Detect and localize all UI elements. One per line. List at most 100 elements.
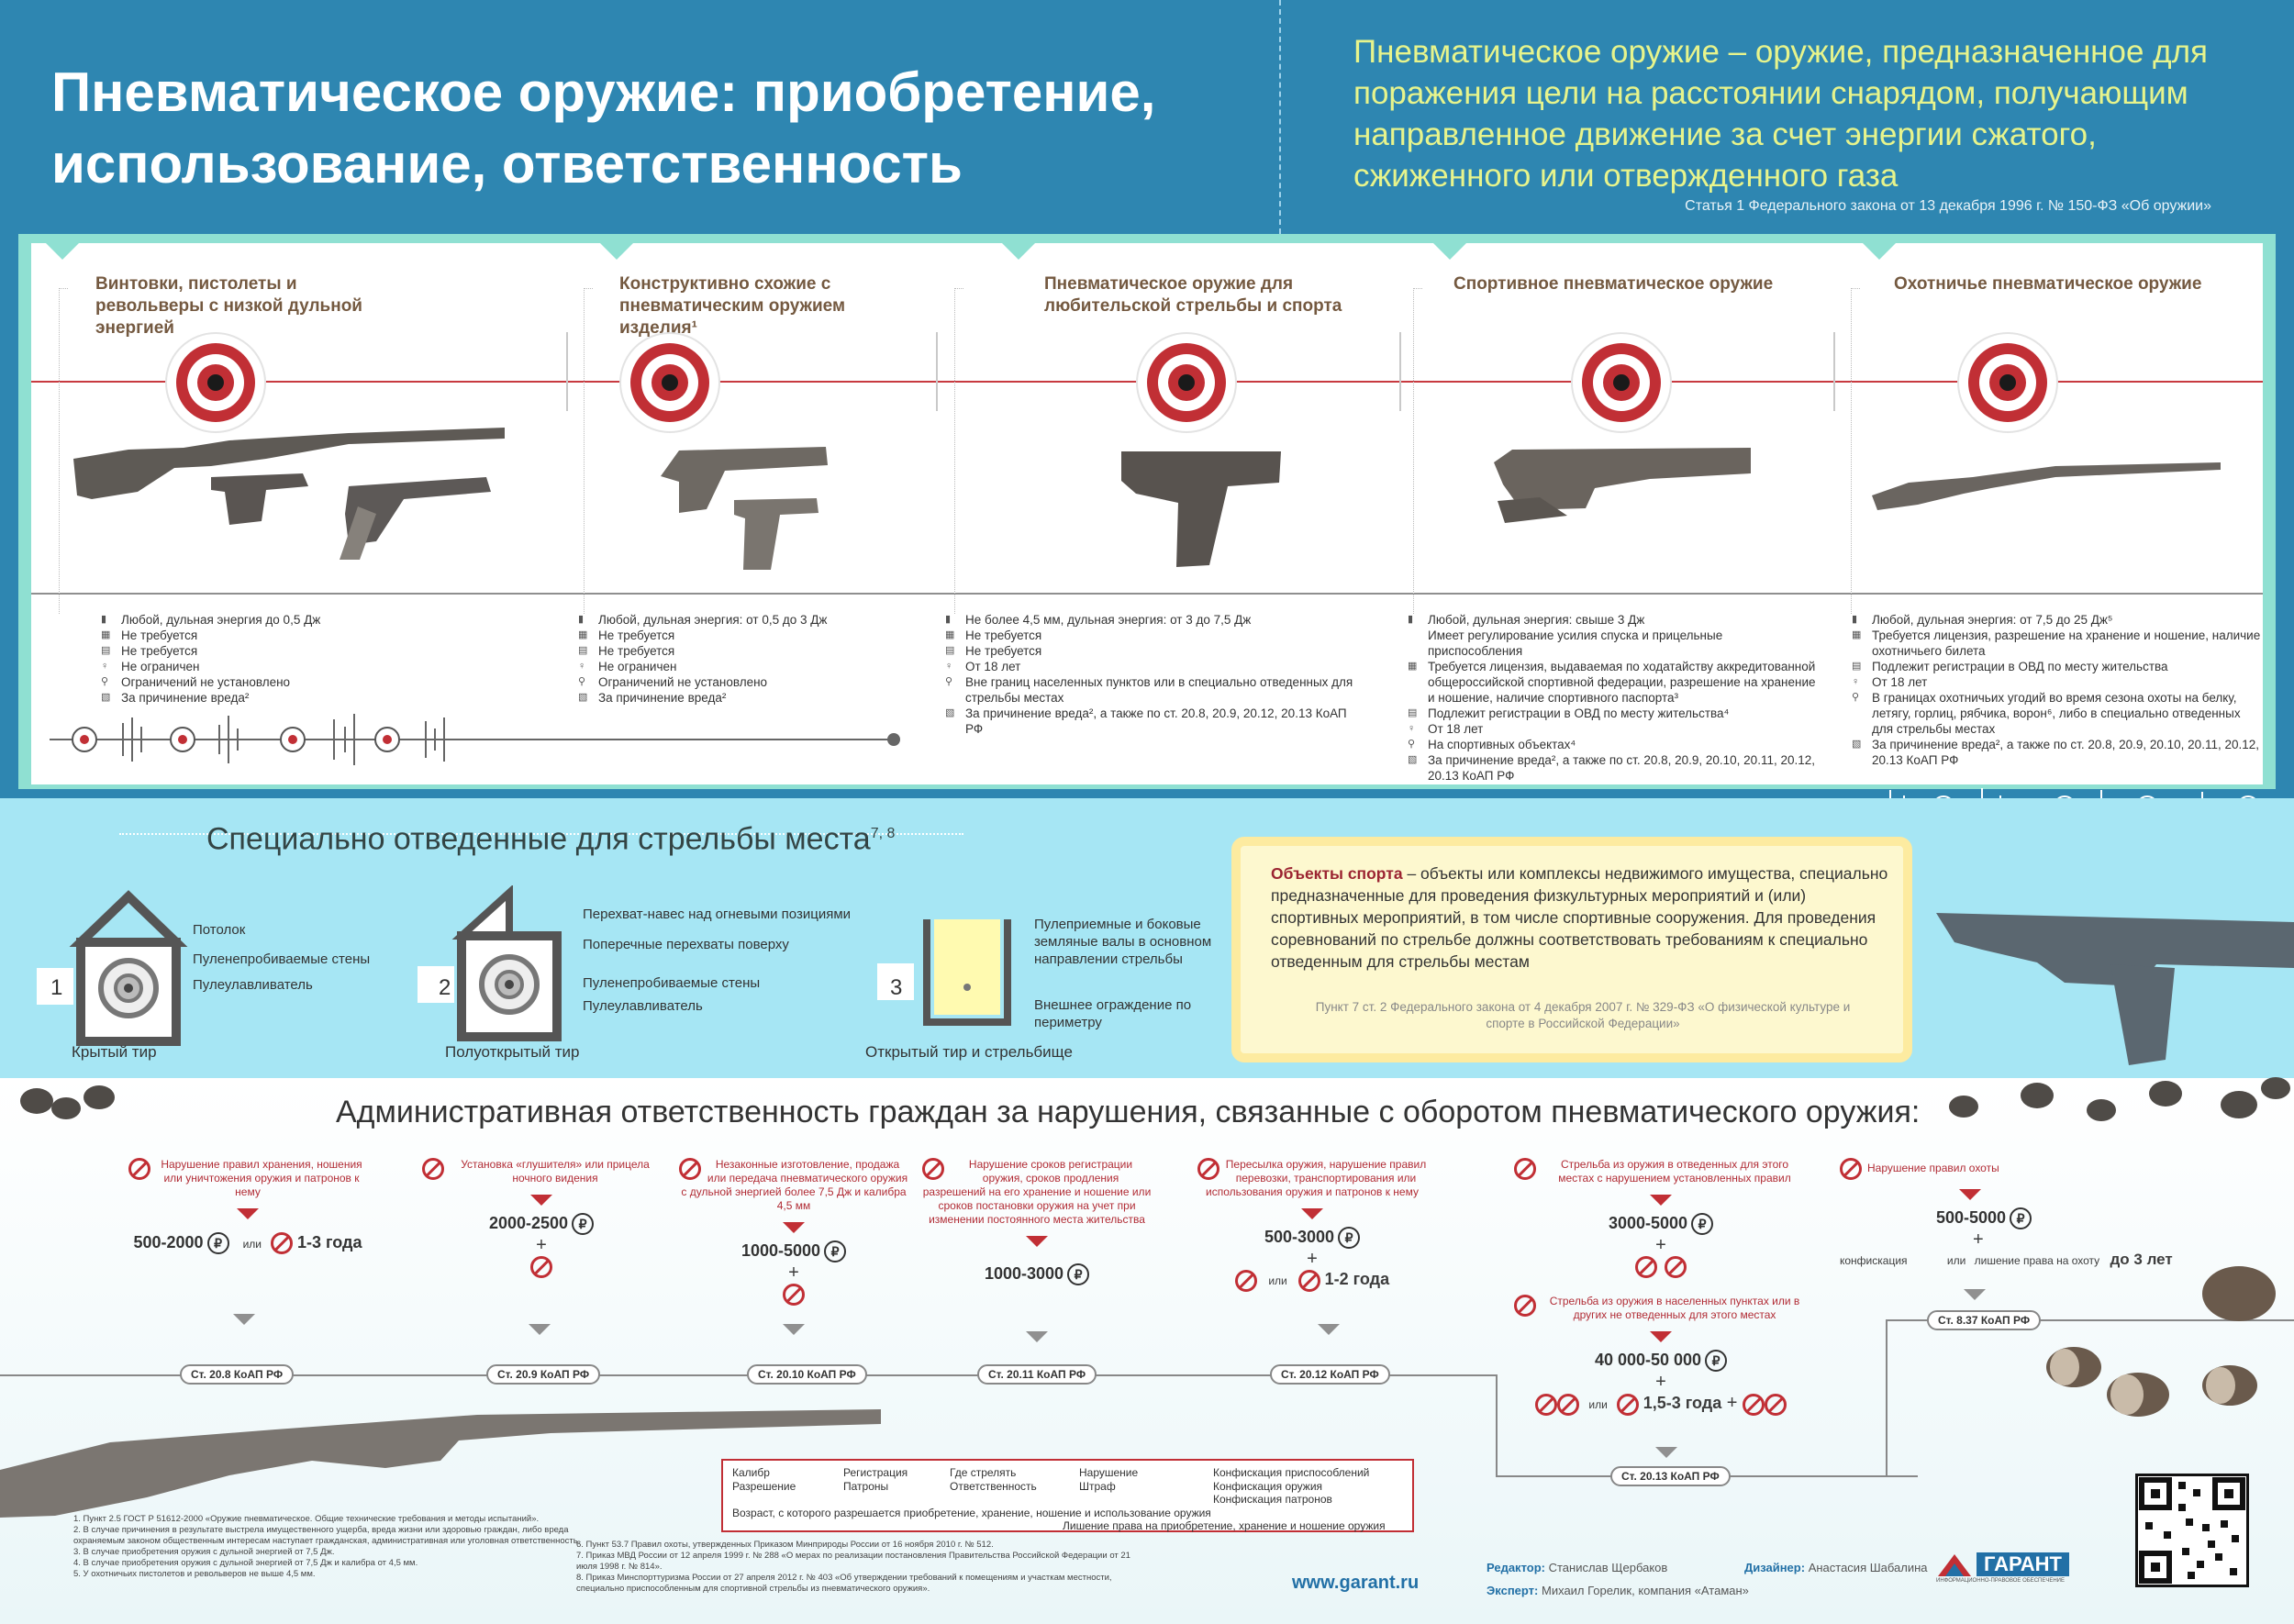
koap-article-badge: Ст. 8.37 КоАП РФ (1927, 1310, 2042, 1330)
arrow-down-icon (783, 1324, 805, 1335)
range-label: Пуленепробиваемые стены (193, 951, 371, 967)
arrow-down-icon (530, 1195, 552, 1206)
permit-icon: ▦ (945, 629, 955, 640)
fact-liability: ▧За причинение вреда² (101, 691, 250, 705)
penalty-20-10: Незаконные изготовление, продажа или пер… (679, 1158, 908, 1306)
pistols-image (661, 447, 828, 570)
legend-fine: Штраф (1079, 1479, 1116, 1493)
arrow-down-icon (783, 1222, 805, 1233)
garant-logo-icon (1938, 1554, 1971, 1576)
koap-article-badge: Ст. 20.12 КоАП РФ (1270, 1364, 1390, 1385)
range-label: Пулеулавливатель (193, 977, 313, 993)
definition-text: Пневматическое оружие – оружие, предназн… (1353, 34, 2208, 194)
page-title: Пневматическое оружие: приобретение, исп… (51, 61, 1156, 195)
ruble-icon: ₽ (1067, 1263, 1090, 1285)
column-separator (566, 332, 568, 411)
category-bracket (59, 288, 68, 614)
liability-icon: ▧ (945, 707, 955, 718)
legend-weapon-confiscation: Конфискация оружия (1213, 1479, 1323, 1493)
koap-article-badge: Ст. 20.8 КоАП РФ (180, 1364, 295, 1385)
range-number: 1 (50, 975, 63, 1000)
registration-icon: ▤ (578, 645, 588, 656)
section-title: Специально отведенные для стрельбы места… (206, 821, 896, 857)
koap-article-badge: Ст. 20.9 КоАП РФ (486, 1364, 601, 1385)
range-label: Поперечные перехваты поверху (583, 937, 789, 952)
permit-icon: ▦ (1408, 661, 1418, 672)
category-facts: ▮Не более 4,5 мм, дульная энергия: от 3 … (945, 613, 1353, 736)
arrow-down-icon (1318, 1324, 1340, 1335)
arrow-down-icon (1655, 1447, 1677, 1458)
legend-caliber: Калибр (732, 1466, 770, 1479)
registration-icon: ▤ (1408, 707, 1418, 718)
arrow-down-icon (233, 1314, 255, 1325)
sport-objects-source: Пункт 7 ст. 2 Федерального закона от 4 д… (1315, 1000, 1851, 1030)
qr-code[interactable] (2135, 1474, 2249, 1587)
liability-icon: ▧ (1408, 754, 1418, 765)
credits: Редактор: Станислав Щербаков Дизайнер: А… (1487, 1561, 1928, 1597)
age-icon: ♀ (1852, 676, 1860, 687)
ruble-icon: ₽ (2010, 1207, 2032, 1229)
liability-icon: ▧ (101, 692, 111, 703)
admin-liability-section (0, 1078, 2294, 1624)
age-icon: ♀ (1408, 723, 1416, 734)
category-facts: ▮Любой, дульная энергия: свыше 3 Дж Имее… (1408, 613, 1816, 783)
legend-ammo: Патроны (843, 1479, 889, 1493)
garant-logo: ГАРАНТ ИНФОРМАЦИОННО-ПРАВОВОЕ ОБЕСПЕЧЕНИ… (1936, 1551, 2098, 1584)
age-icon: ♀ (945, 661, 953, 672)
pistol-image (1121, 451, 1281, 567)
site-link[interactable]: www.garant.ru (1292, 1573, 1420, 1593)
target-icon (1957, 332, 2058, 433)
category-facts: ▮Любой, дульная энергия до 0,5 Дж ▦Не тр… (101, 612, 340, 706)
age-icon: ♀ (101, 661, 109, 672)
range-label: Пулеприемные и боковые земляные валы в о… (1034, 917, 1212, 967)
location-pin-icon: ⚲ (578, 676, 586, 687)
column-separator (1833, 332, 1835, 411)
category-bracket (584, 288, 593, 614)
legend-deprivation: Лишение права на приобретение, хранение … (1063, 1519, 1386, 1532)
violation-icon (679, 1158, 701, 1180)
liability-icon: ▧ (578, 692, 588, 703)
range-name: Открытый тир и стрельбище (865, 1043, 1073, 1061)
ruble-icon: ₽ (1338, 1227, 1361, 1249)
caliber-icon: ▮ (1408, 614, 1414, 625)
registration-icon: ▤ (101, 645, 111, 656)
qr-code-image (2139, 1477, 2245, 1584)
ammo-confiscation-icon (1556, 1393, 1579, 1416)
ruble-icon: ₽ (824, 1240, 847, 1262)
age-icon: ♀ (578, 661, 586, 672)
violation-icon (422, 1158, 444, 1180)
divider-line (31, 593, 2263, 595)
indoor-range-diagram (37, 890, 188, 1046)
ruble-icon: ₽ (1691, 1213, 1714, 1235)
panel-notch (1433, 243, 1466, 260)
range-name: Крытый тир (72, 1043, 157, 1061)
fact-caliber: ▮Любой, дульная энергия до 0,5 Дж (101, 613, 321, 627)
hunting-rifle-image (1872, 462, 2221, 510)
violation-icon (1197, 1158, 1219, 1180)
stumps-decoration (2046, 1266, 2276, 1417)
flow-line (1886, 1321, 1888, 1475)
category-title-similar: Конструктивно схожие с пневматическим ор… (619, 274, 846, 338)
penalty-20-8: Нарушение правил хранения, ношения или у… (128, 1158, 367, 1254)
range-name: Полуоткрытый тир (445, 1043, 580, 1061)
ruble-icon: ₽ (572, 1213, 595, 1235)
caliber-icon: ▮ (945, 614, 952, 625)
fact-age: ♀Не ограничен (101, 660, 200, 673)
sport-objects-box (1231, 837, 1912, 1062)
range-number: 3 (890, 975, 903, 1000)
violation-icon (1514, 1295, 1536, 1317)
open-range-diagram (877, 919, 1011, 1026)
penalty-8-37: Нарушение правил охоты 500-5000₽ + конфи… (1840, 1158, 2188, 1269)
registration-icon: ▤ (945, 645, 955, 656)
weapon-confiscation-icon (783, 1284, 805, 1306)
rifle-decoration (0, 1409, 881, 1518)
legend-permit: Разрешение (732, 1479, 796, 1493)
penalty-20-12: Пересылка оружия, нарушение правил перев… (1197, 1158, 1427, 1292)
penalty-20-13: Стрельба из оружия в отведенных для этог… (1514, 1158, 1808, 1416)
legend-age: Возраст, с которого разрешается приобрет… (732, 1506, 1211, 1519)
semi-open-range-diagram (418, 885, 562, 1041)
legend-device-confiscation: Конфискация приспособлений (1213, 1466, 1370, 1479)
fact-permit: ▦Не требуется (101, 628, 198, 642)
ruble-icon: ₽ (206, 1232, 229, 1254)
